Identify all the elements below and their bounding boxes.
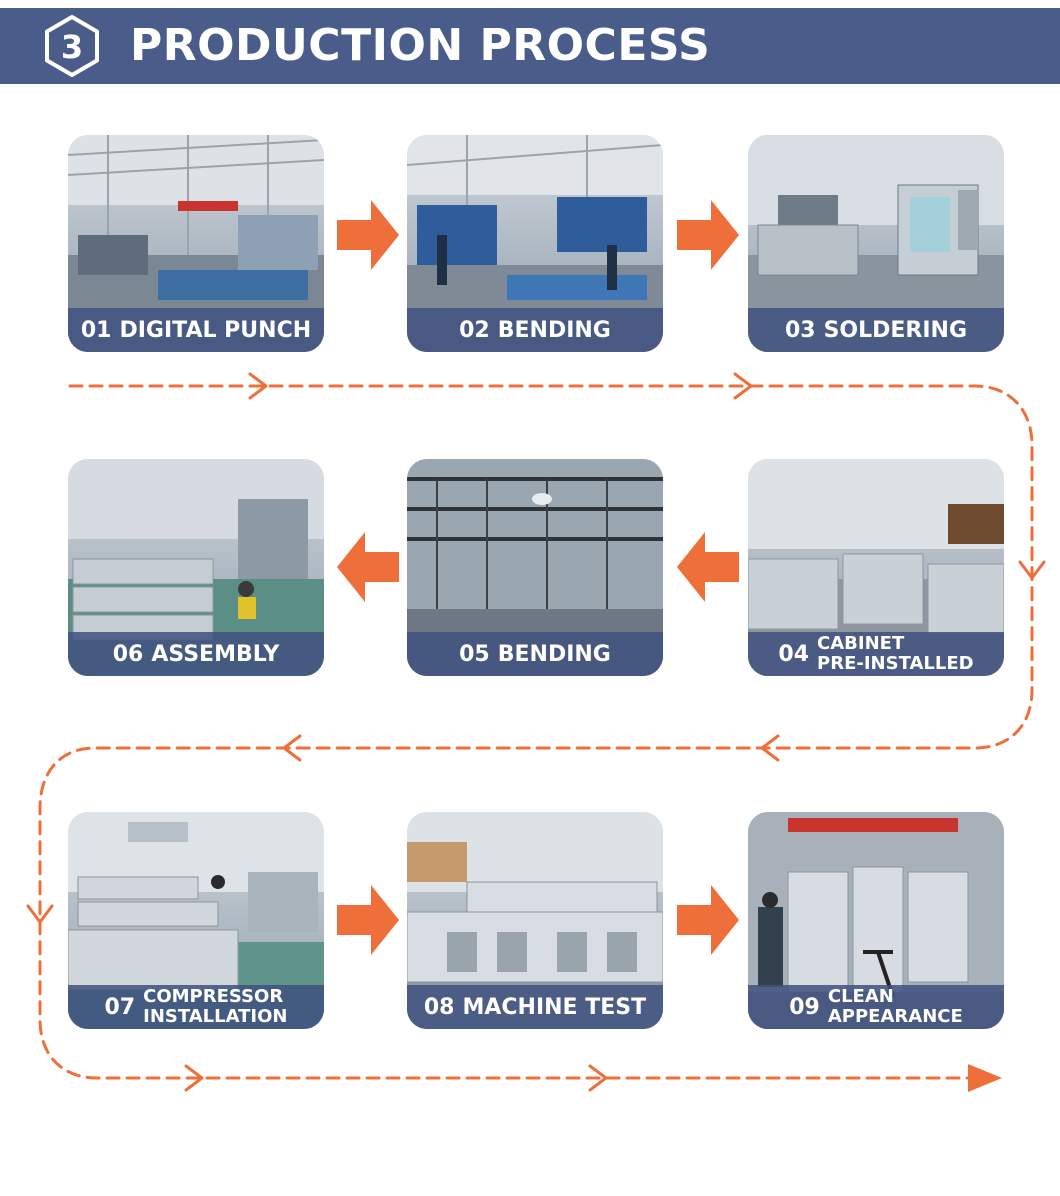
step-label: BENDING xyxy=(497,317,611,343)
chevron-right-icon xyxy=(184,1064,204,1092)
chevron-left-icon xyxy=(760,734,780,762)
chevron-left-icon xyxy=(282,734,302,762)
step-number: 01 xyxy=(80,317,112,343)
step-number: 07 xyxy=(104,994,136,1020)
chevron-right-icon xyxy=(248,372,268,400)
factory-photo xyxy=(68,459,324,676)
header-banner: 3 PRODUCTION PROCESS xyxy=(0,8,1060,84)
step-card-08: 08 MACHINE TEST xyxy=(407,812,663,1029)
end-arrowhead-icon xyxy=(968,1064,1002,1092)
step-number: 06 xyxy=(112,641,144,667)
step-caption: 04 CABINET PRE-INSTALLED xyxy=(748,632,1004,676)
step-caption: 06 ASSEMBLY xyxy=(68,632,324,676)
step-number: 09 xyxy=(789,994,820,1020)
factory-photo xyxy=(748,459,1004,676)
step-label: COMPRESSOR INSTALLATION xyxy=(143,986,288,1027)
step-card-09: 09 CLEAN APPEARANCE xyxy=(748,812,1004,1029)
step-label: ASSEMBLY xyxy=(151,641,280,667)
step-hexagon-badge: 3 xyxy=(40,14,104,78)
badge-number: 3 xyxy=(61,28,83,66)
chevron-right-icon xyxy=(588,1064,608,1092)
chevron-down-icon xyxy=(26,904,54,924)
step-caption: 03 SOLDERING xyxy=(748,308,1004,352)
step-label: MACHINE TEST xyxy=(462,994,647,1020)
step-label: CABINET PRE-INSTALLED xyxy=(817,633,974,674)
step-number: 08 xyxy=(423,994,455,1020)
step-number: 03 xyxy=(784,317,816,343)
step-label: BENDING xyxy=(497,641,611,667)
page-title: PRODUCTION PROCESS xyxy=(130,20,711,71)
arrow-left-icon xyxy=(337,532,399,602)
chevron-right-icon xyxy=(733,372,753,400)
arrow-left-icon xyxy=(677,532,739,602)
step-card-01: 01 DIGITAL PUNCH xyxy=(68,135,324,352)
chevron-down-icon xyxy=(1018,560,1046,580)
step-card-07: 07 COMPRESSOR INSTALLATION xyxy=(68,812,324,1029)
arrow-right-icon xyxy=(337,200,399,270)
step-caption: 05 BENDING xyxy=(407,632,663,676)
step-label: DIGITAL PUNCH xyxy=(119,317,312,343)
step-caption: 07 COMPRESSOR INSTALLATION xyxy=(68,985,324,1029)
step-card-04: 04 CABINET PRE-INSTALLED xyxy=(748,459,1004,676)
step-label: SOLDERING xyxy=(823,317,968,343)
step-caption: 01 DIGITAL PUNCH xyxy=(68,308,324,352)
step-card-02: 02 BENDING xyxy=(407,135,663,352)
arrow-right-icon xyxy=(677,200,739,270)
step-caption: 02 BENDING xyxy=(407,308,663,352)
step-number: 05 xyxy=(459,641,490,667)
step-card-05: 05 BENDING xyxy=(407,459,663,676)
step-number: 04 xyxy=(778,641,810,667)
step-caption: 09 CLEAN APPEARANCE xyxy=(748,985,1004,1029)
step-caption: 08 MACHINE TEST xyxy=(407,985,663,1029)
arrow-right-icon xyxy=(337,885,399,955)
step-card-03: 03 SOLDERING xyxy=(748,135,1004,352)
arrow-right-icon xyxy=(677,885,739,955)
step-card-06: 06 ASSEMBLY xyxy=(68,459,324,676)
step-number: 02 xyxy=(459,317,490,343)
step-label: CLEAN APPEARANCE xyxy=(827,986,963,1027)
